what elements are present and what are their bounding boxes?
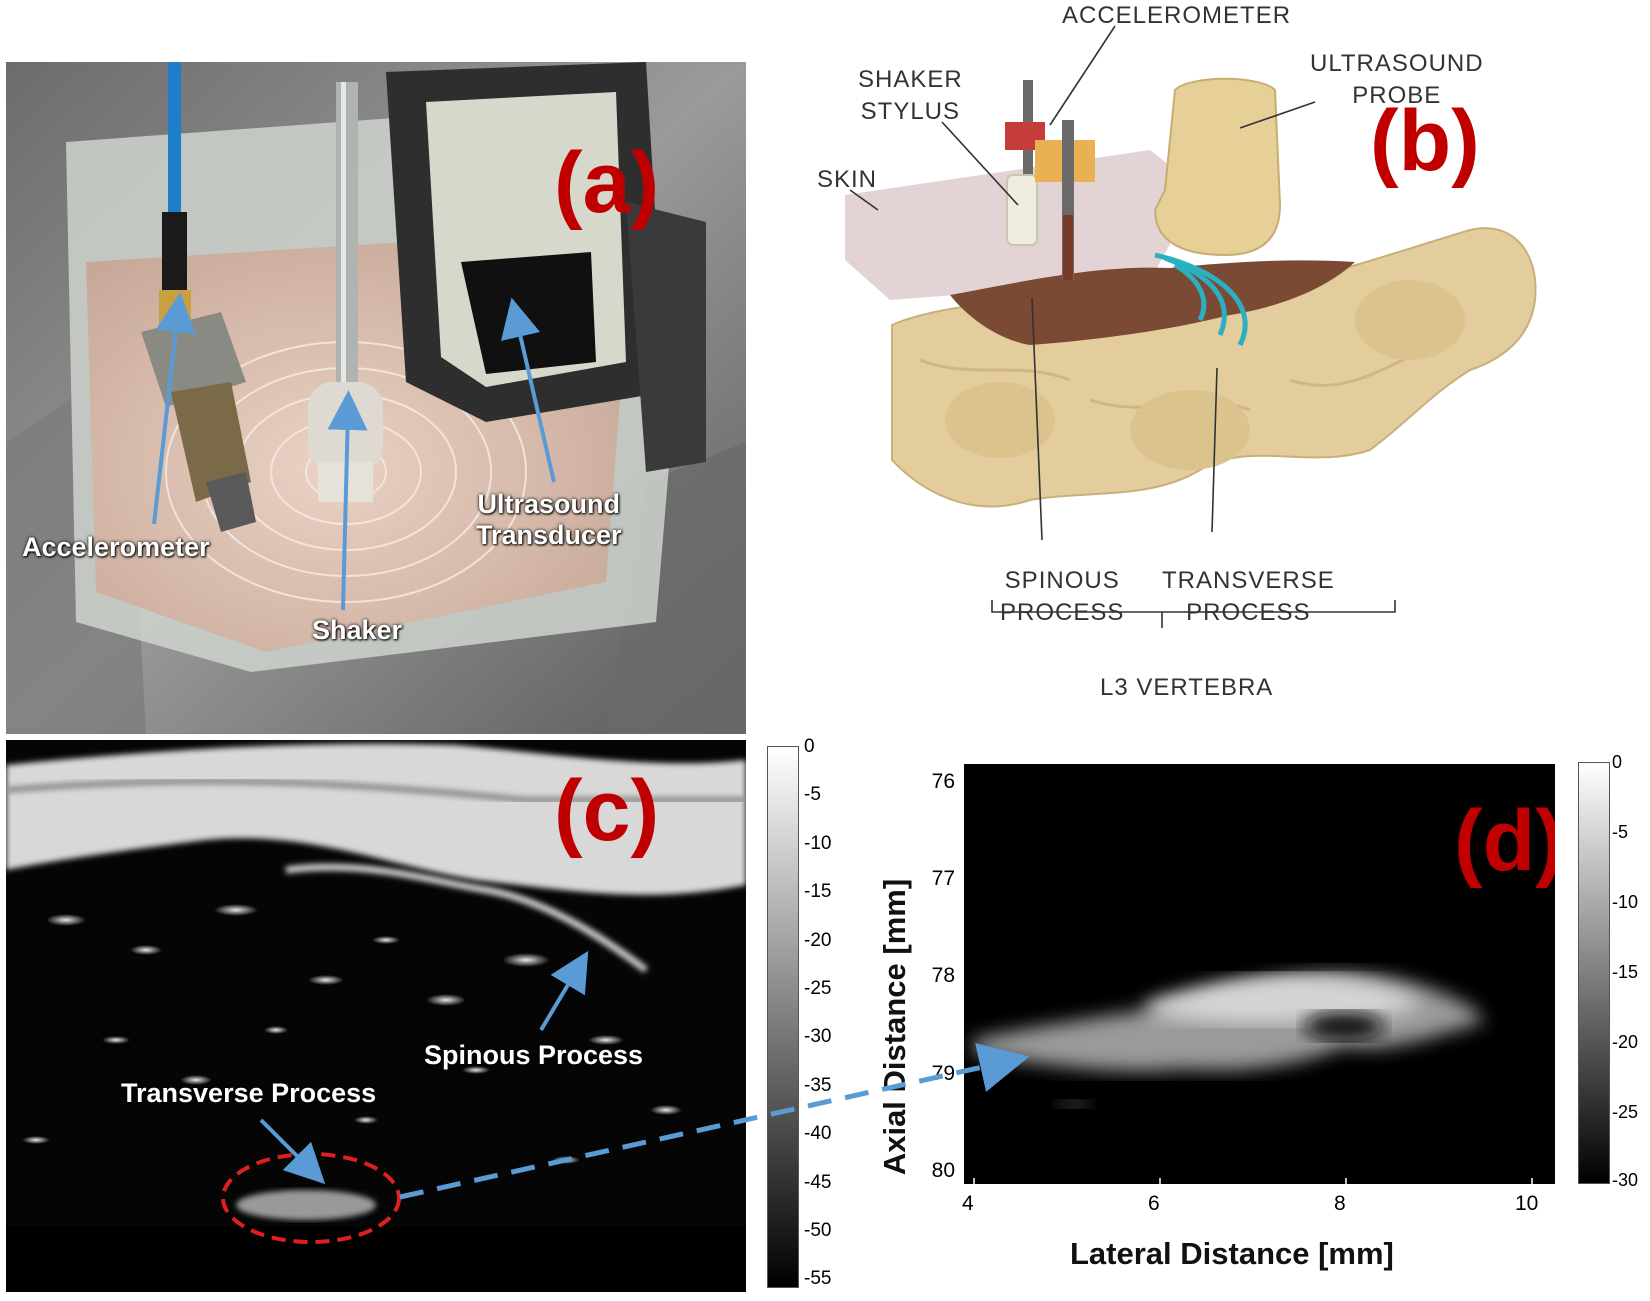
xaxis-tick: 10 [1515, 1192, 1539, 1215]
cbar-c-tick: -30 [804, 1026, 832, 1047]
panel-d-tag: (d) [1454, 793, 1555, 889]
cbar-c-tick: -25 [804, 978, 832, 999]
panel-a-photo: (a) Accelerometer Shaker Ultrasound Tran… [6, 62, 746, 734]
panel-c-tag: (c) [554, 763, 660, 859]
cbar-d-tick: -25 [1612, 1102, 1639, 1122]
cbar-c-tick: 0 [804, 736, 815, 757]
cbar-d-tick: -10 [1612, 892, 1639, 912]
l3-vertebra-label: L3 VERTEBRA [1100, 674, 1274, 701]
panel-d-xlabel: Lateral Distance [mm] [1070, 1236, 1394, 1271]
panel-d-displacement-image: (d) [964, 764, 1555, 1184]
panel-b-tag: (b) [1370, 93, 1480, 189]
spinous-process-label: SPINOUS PROCESS [1000, 565, 1124, 630]
yaxis-tick: 76 [931, 770, 955, 793]
panel-c-image [6, 740, 746, 1292]
cbar-d-tick: -15 [1612, 962, 1639, 982]
cbar-d-tick: -30 [1612, 1170, 1639, 1190]
colorbar-d-ticks: 0 -5 -10 -15 -20 -25 -30 [1612, 752, 1650, 1192]
yaxis-tick: 78 [931, 964, 955, 987]
panel-a-illustration [6, 62, 746, 734]
panel-c-ultrasound: (c) Spinous Process Transverse Process [6, 740, 746, 1292]
cbar-c-tick: -5 [804, 784, 821, 805]
shaker-stylus-label: SHAKER STYLUS [858, 64, 963, 129]
accelerometer-arrow [152, 292, 196, 525]
cbar-c-tick: -40 [804, 1123, 832, 1144]
transverse-arrow [259, 1118, 326, 1185]
cbar-d-tick: -20 [1612, 1032, 1639, 1052]
xaxis-tick: 6 [1148, 1192, 1160, 1215]
yaxis-tick: 77 [931, 867, 955, 890]
cbar-c-tick: -20 [804, 930, 832, 951]
cbar-d-tick: 0 [1612, 752, 1623, 772]
colorbar-c-ticks: 0 -5 -10 -15 -20 -25 -30 -35 -40 -45 -50… [804, 736, 854, 1296]
panel-c-arrows [259, 950, 589, 1185]
panel-d-image [974, 972, 1484, 1108]
shaker-stylus-line2: STYLUS [860, 98, 961, 126]
transverse-process-line1: TRANSVERSE [1162, 567, 1335, 594]
accelerometer-diagram-label: ACCELEROMETER [1062, 2, 1292, 29]
panel-d-yticks: 76 77 78 79 80 [910, 770, 955, 1190]
ultrasound-transducer-line1: Ultrasound [477, 489, 621, 519]
transverse-process-line2: PROCESS [1186, 599, 1311, 627]
shaker-arrow [327, 390, 368, 611]
accelerometer-label: Accelerometer [22, 532, 210, 562]
colorbar-d [1578, 762, 1610, 1184]
cbar-c-tick: -35 [804, 1075, 832, 1096]
shaker-label: Shaker [312, 615, 403, 645]
spinous-process-line1: SPINOUS [1004, 567, 1120, 594]
cbar-c-tick: -55 [804, 1268, 832, 1289]
panel-d-xticks: 4 6 8 10 [960, 1192, 1560, 1222]
transducer-arrow [500, 297, 556, 483]
cbar-c-tick: -50 [804, 1220, 832, 1241]
cbar-c-tick: -15 [804, 881, 832, 902]
panel-a-tag: (a) [554, 135, 660, 231]
ultrasound-transducer-label: Ultrasound Transducer [476, 489, 622, 551]
ultrasound-transducer-line2: Transducer [476, 520, 622, 551]
transverse-process-us-label: Transverse Process [121, 1078, 377, 1108]
cbar-c-tick: -10 [804, 833, 832, 854]
colorbar-c [767, 746, 799, 1288]
skin-label: SKIN [817, 166, 878, 193]
spinous-process-line2: PROCESS [1000, 599, 1125, 627]
xaxis-tick: 4 [962, 1192, 974, 1215]
ultrasound-probe-line2: PROBE [1352, 82, 1442, 110]
panel-a-arrows [152, 292, 556, 611]
panel-b-illustration [845, 25, 1537, 628]
yaxis-tick: 80 [931, 1159, 955, 1182]
spinous-arrow [539, 950, 589, 1032]
yaxis-tick: 79 [931, 1062, 955, 1085]
ultrasound-probe-label: ULTRASOUND PROBE [1310, 48, 1484, 113]
panel-d-ylabel: Axial Distance [mm] [877, 878, 912, 1176]
cbar-d-tick: -5 [1612, 822, 1629, 842]
ultrasound-probe-line1: ULTRASOUND [1310, 50, 1484, 77]
cbar-c-tick: -45 [804, 1172, 832, 1193]
transverse-process-label: TRANSVERSE PROCESS [1162, 565, 1335, 630]
panel-b-diagram: (b) ACCELEROMETER SHAKER STYLUS ULTRASOU… [770, 0, 1650, 710]
xaxis-tick: 8 [1334, 1192, 1346, 1215]
shaker-stylus-line1: SHAKER [858, 66, 963, 93]
